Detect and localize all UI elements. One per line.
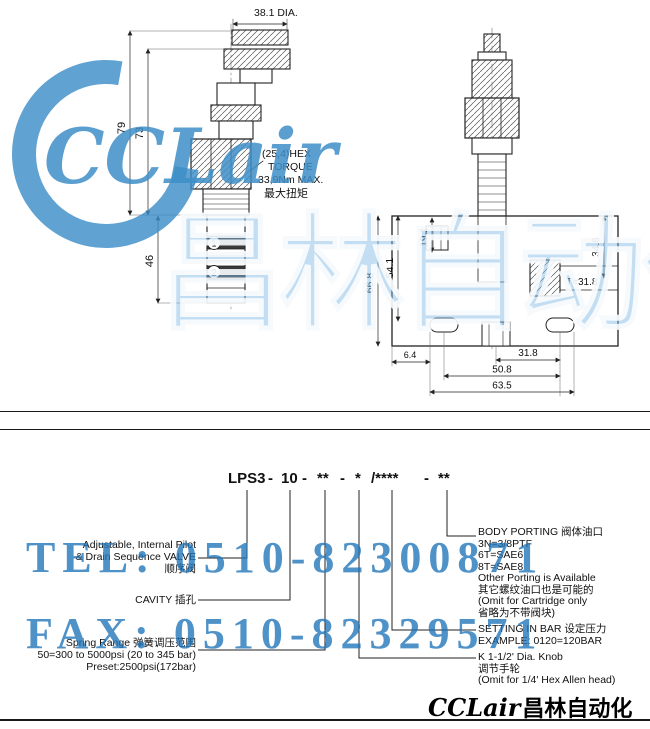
dim-79: 79 bbox=[116, 122, 128, 134]
adjust-housing bbox=[216, 82, 256, 106]
label-line: 其它螺纹油口也是可能的 bbox=[478, 583, 594, 596]
thread-section bbox=[477, 153, 507, 217]
thread-section bbox=[202, 188, 250, 216]
label-line: 3N=3/8PTF bbox=[478, 537, 532, 550]
port-1-callout bbox=[207, 236, 221, 250]
upper-body bbox=[218, 120, 254, 140]
leader-setting bbox=[391, 490, 476, 631]
label-line: K 1-1/2' Dia. Knob bbox=[478, 651, 563, 663]
adjust-screw bbox=[483, 33, 501, 53]
code-dash-3: - bbox=[340, 470, 345, 487]
dim-6-4: 6.4 bbox=[404, 350, 417, 360]
label-line: (Omit for 1/4' Hex Allen head) bbox=[478, 674, 616, 686]
mount-slot-right bbox=[545, 317, 575, 333]
dim-73: 73 bbox=[134, 127, 146, 139]
leader-valve-type bbox=[198, 490, 248, 559]
footer-brand-en: CCLair bbox=[428, 693, 521, 722]
footer-brand: CCLair昌林自动化 bbox=[428, 691, 632, 723]
code-cavity: 10 bbox=[281, 470, 298, 487]
code-dash-4: - bbox=[424, 470, 429, 487]
dim-54-1: 54.1 bbox=[384, 258, 396, 279]
knob-bar-top bbox=[231, 29, 289, 46]
mount-slot-left bbox=[429, 317, 459, 333]
label-setting-in-bar: SETTING IN BAR 设定压力 EXAMPLE: 0120=120BAR bbox=[478, 623, 648, 647]
label-knob-option: K 1-1/2' Dia. Knob 调节手轮 (Omit for 1/4' H… bbox=[478, 651, 648, 687]
label-line: BODY PORTING 阀体油口 bbox=[478, 526, 604, 538]
dim-50-8: 50.8 bbox=[492, 365, 512, 376]
knob-bar bbox=[223, 48, 291, 70]
dim-34-6: 34.6 bbox=[591, 237, 602, 257]
dim-side-port-thread: T=31.8 bbox=[566, 277, 598, 288]
divider-line-top bbox=[0, 411, 650, 412]
code-knob: * bbox=[355, 470, 361, 487]
label-line: EXAMPLE: 0120=120BAR bbox=[478, 634, 603, 647]
code-model: LPS3 bbox=[228, 470, 266, 487]
hex-body bbox=[464, 97, 520, 139]
right-valve-body-view: T=31.8 19.1 34.6 66.8 54.1 6.4 bbox=[364, 27, 619, 397]
port-1-number: 1 bbox=[211, 239, 216, 249]
label-line: & Drain Sequence VALVE bbox=[75, 551, 196, 563]
label-line: (Omit for Cartridge only bbox=[478, 595, 588, 607]
leader-body-porting bbox=[446, 490, 476, 537]
dim-63-5: 63.5 bbox=[492, 381, 512, 392]
leader-cavity bbox=[198, 490, 291, 601]
leader-knob bbox=[358, 490, 476, 659]
label-valve-type: Adjustable, Internal Pilot & Drain Seque… bbox=[6, 539, 196, 575]
hex-note-line4: 最大扭矩 bbox=[264, 186, 308, 200]
label-line: 省略为不带阀块) bbox=[478, 606, 555, 619]
dim-31-8: 31.8 bbox=[518, 348, 538, 359]
divider-line-bottom bbox=[0, 429, 650, 430]
label-line: Adjustable, Internal Pilot bbox=[82, 539, 196, 551]
side-port-plug bbox=[529, 259, 561, 297]
valve-technical-drawings: 1 2 38.1 DIA. 79 73 46 (25,4)HEX TORQUE … bbox=[116, 7, 619, 397]
label-line: 调节手轮 bbox=[478, 662, 520, 675]
code-dash-2: - bbox=[302, 470, 307, 487]
label-line: CAVITY 插孔 bbox=[135, 594, 196, 606]
knob-stem bbox=[239, 68, 273, 84]
leader-spring-range bbox=[198, 490, 326, 651]
locknut bbox=[471, 137, 513, 155]
dim-19-1: 19.1 bbox=[419, 227, 430, 247]
bottom-port bbox=[481, 321, 511, 347]
knob-body bbox=[471, 59, 513, 99]
left-valve-cartridge-view: 1 2 38.1 DIA. 79 73 46 (25,4)HEX TORQUE … bbox=[116, 7, 323, 311]
locknut bbox=[210, 104, 262, 122]
hex-note-line1: (25,4)HEX bbox=[262, 148, 311, 160]
label-spring-range: Spring Range 弹簧调压范围 50=300 to 5000psi (2… bbox=[6, 637, 197, 673]
label-line: Other Porting is Available bbox=[478, 572, 596, 584]
hex-note-line3: 33,9Nm MAX. bbox=[258, 174, 323, 186]
order-code-leader-lines bbox=[198, 490, 476, 659]
label-line: 50=300 to 5000psi (20 to 345 bar) bbox=[37, 649, 197, 661]
hex-body bbox=[190, 138, 252, 190]
port-2-number: 2 bbox=[211, 268, 216, 278]
code-setting: /**** bbox=[371, 470, 399, 487]
page-bottom-rule bbox=[0, 719, 650, 721]
label-line: 8T=SAE8 bbox=[478, 560, 524, 573]
dim-knob-diameter: 38.1 DIA. bbox=[254, 7, 298, 19]
label-line: 6T=SAE6 bbox=[478, 549, 524, 561]
code-spring: ** bbox=[317, 470, 329, 487]
collar bbox=[477, 51, 507, 61]
dim-46: 46 bbox=[144, 255, 156, 267]
hex-note-line2: TORQUE bbox=[268, 161, 313, 173]
label-body-porting: BODY PORTING 阀体油口 3N=3/8PTF 6T=SAE6 8T=S… bbox=[478, 526, 648, 619]
cartridge-nose bbox=[206, 214, 246, 304]
footer-brand-cn: 昌林自动化 bbox=[522, 696, 633, 721]
dim-66-8: 66.8 bbox=[364, 273, 376, 294]
label-line: Spring Range 弹簧调压范围 bbox=[65, 637, 196, 649]
label-line: SETTING IN BAR 设定压力 bbox=[478, 623, 607, 635]
label-line: 顺序阀 bbox=[164, 563, 197, 575]
label-line: Preset:2500psi(172bar) bbox=[86, 661, 196, 673]
code-porting: ** bbox=[438, 470, 450, 487]
label-cavity: CAVITY 插孔 bbox=[6, 594, 196, 606]
port-2-callout bbox=[207, 265, 221, 279]
code-dash-1: - bbox=[268, 470, 273, 487]
